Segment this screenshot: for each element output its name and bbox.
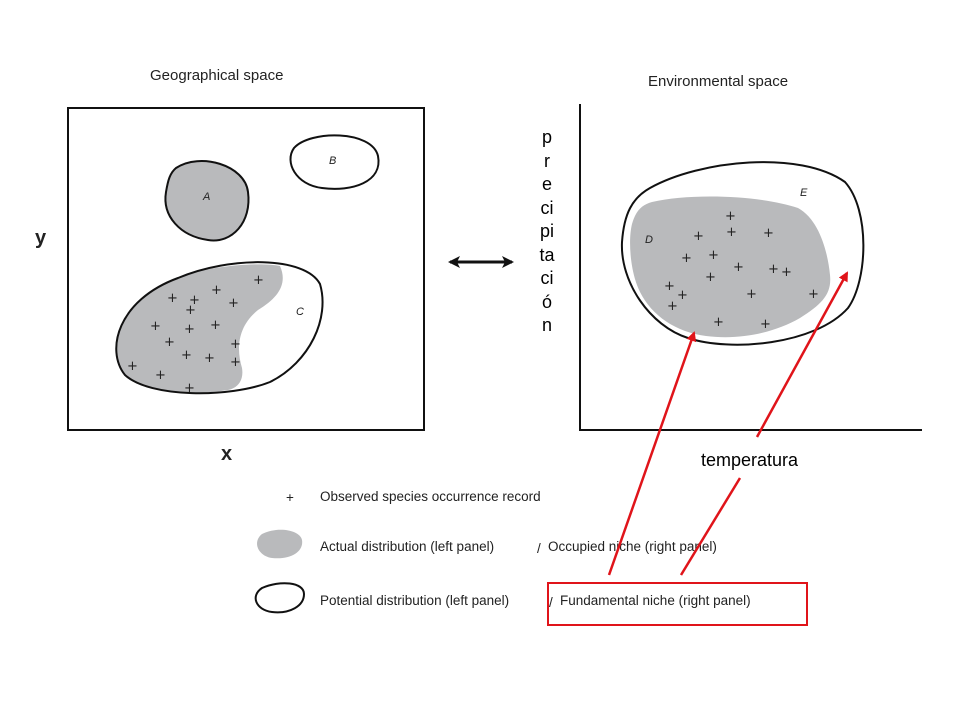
occurrence-point: +	[768, 262, 779, 277]
occurrence-point: +	[184, 322, 195, 337]
occupied-niche-shape	[630, 196, 831, 338]
occurrence-point: +	[204, 351, 215, 366]
occurrence-point: +	[664, 279, 675, 294]
annotation-arrow-to-fundamental	[755, 271, 849, 438]
occurrence-point: +	[667, 299, 678, 314]
right-panel-title: Environmental space	[648, 73, 788, 90]
environmental-space-axes	[579, 104, 922, 431]
occurrence-point: +	[185, 303, 196, 318]
fundamental-niche-outline	[620, 161, 865, 346]
occurrence-point: +	[228, 296, 239, 311]
x-axis-label: x	[221, 443, 232, 465]
occurrence-point: +	[733, 260, 744, 275]
legend-potential-text: Potential distribution (left panel)	[320, 593, 509, 608]
vertical-word-part: p	[541, 127, 552, 147]
right-occurrence-points: + + + + + + + + + + + + + + + + +	[664, 209, 819, 332]
occurrence-point: +	[155, 368, 166, 383]
vertical-word-part: ó	[541, 291, 552, 312]
precipitacion-vertical-label: p r e ci pi ta ci ó n	[534, 126, 560, 338]
vertical-word-part: pi	[539, 221, 554, 241]
occurrence-point: +	[708, 248, 719, 263]
legend-fundamental-text: Fundamental niche (right panel)	[560, 593, 751, 608]
annotation-arrow-lower-segment	[679, 477, 742, 576]
occurrence-point: +	[681, 251, 692, 266]
region-a-label: A	[202, 191, 210, 203]
occurrence-point: +	[726, 225, 737, 240]
annotation-arrow-to-occupied	[607, 331, 697, 576]
occurrence-point: +	[230, 337, 241, 352]
occurrence-point: +	[167, 291, 178, 306]
occurrence-point: +	[763, 226, 774, 241]
legend: + Observed species occurrence record Act…	[254, 489, 751, 614]
region-b-label: B	[329, 155, 336, 167]
legend-occurrence-text: Observed species occurrence record	[320, 489, 541, 504]
occurrence-point: +	[713, 315, 724, 330]
legend-separator: /	[537, 541, 541, 556]
legend-separator: /	[549, 595, 553, 610]
occurrence-point: +	[189, 293, 200, 308]
occurrence-point: +	[746, 287, 757, 302]
legend-occupied-text: Occupied niche (right panel)	[548, 539, 717, 554]
region-d-label: D	[645, 234, 653, 246]
occurrence-point: +	[150, 319, 161, 334]
region-c-label: C	[296, 306, 304, 318]
occurrence-point: +	[677, 288, 688, 303]
vertical-word-part: ci	[540, 268, 554, 288]
region-b-shape	[289, 134, 380, 190]
occurrence-point: +	[705, 270, 716, 285]
occurrence-point: +	[808, 287, 819, 302]
left-panel-title: Geographical space	[150, 67, 283, 84]
fundamental-niche-highlight-box	[547, 582, 808, 626]
occurrence-point: +	[253, 273, 264, 288]
region-c-occupied	[116, 264, 283, 393]
occurrence-point: +	[230, 355, 241, 370]
temperatura-label: temperatura	[701, 450, 799, 470]
vertical-word-part: ta	[539, 244, 555, 265]
occurrence-point: +	[781, 265, 792, 280]
y-axis-label: y	[35, 227, 47, 249]
vertical-word-part: ci	[540, 197, 554, 218]
legend-actual-swatch	[257, 529, 303, 559]
occurrence-point: +	[693, 229, 704, 244]
occurrence-point: +	[211, 283, 222, 298]
legend-occurrence-symbol: +	[286, 490, 294, 505]
region-a-shape	[164, 160, 250, 242]
vertical-word-part: e	[541, 174, 552, 194]
geographical-space-frame	[67, 107, 425, 431]
occurrence-point: +	[760, 317, 771, 332]
legend-actual-text: Actual distribution (left panel)	[320, 539, 494, 554]
occurrence-point: +	[127, 359, 138, 374]
occurrence-point: +	[725, 209, 736, 224]
occurrence-point: +	[181, 348, 192, 363]
region-c-outline	[115, 261, 324, 395]
occurrence-point: +	[184, 381, 195, 396]
legend-potential-swatch	[254, 582, 306, 614]
vertical-word-part: r	[544, 150, 550, 171]
region-e-label: E	[800, 187, 808, 199]
occurrence-point: +	[164, 335, 175, 350]
vertical-word-part: n	[541, 315, 552, 335]
left-occurrence-points: + + + + + + + + + + + + + + + + +	[127, 273, 264, 396]
occurrence-point: +	[210, 318, 221, 333]
